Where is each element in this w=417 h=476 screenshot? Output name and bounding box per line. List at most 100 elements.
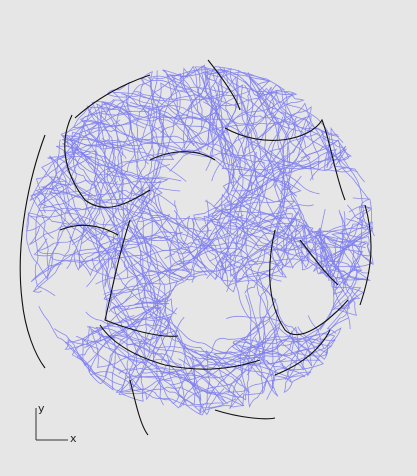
surface-curve [162,69,229,146]
surface-curve [38,221,116,391]
surface-curve [66,101,218,270]
surface-curve [66,135,113,199]
boundary-edge [19,134,46,369]
surface-curve [240,116,313,367]
axis-indicator: y x [30,400,90,450]
surface-curve [85,311,170,406]
surface-curve [98,104,311,172]
boundary-edge [59,224,119,236]
boundary-edge [224,118,346,201]
surface-curve [169,69,270,172]
surface-curve [267,136,338,169]
surface-curve [91,101,145,172]
surface-curve [227,125,313,394]
surface-boundary-edges [19,59,372,436]
surface-curve [191,151,257,268]
surface-curve [75,326,323,409]
surface-curve [227,92,306,168]
surface-curve [213,84,254,216]
surface-curve [86,73,194,170]
surface-curve [103,230,192,295]
surface-curve [67,119,121,249]
surface-curve [81,335,171,382]
surface-curve [58,155,163,241]
boundary-edge [104,219,179,337]
surface-curve [241,317,349,360]
surface-curve [141,257,277,407]
surface-curve [32,149,191,293]
surface-curve [47,135,203,198]
surface-curve [179,68,244,241]
surface-curve [209,204,314,262]
surface-curve [187,66,331,143]
surface-curve [191,219,242,281]
boundary-edge [274,329,331,376]
boundary-edge [299,239,339,286]
surface-curve [229,315,266,409]
surface-curve [104,180,162,288]
surface-curve [126,342,311,361]
surface-curve [103,288,166,324]
surface-curve [60,120,129,279]
surface-curve [132,70,158,197]
surface-curve [29,105,93,202]
surface-curve [33,238,154,263]
surface-curve [203,85,278,158]
surface-curve [134,225,240,413]
boundary-edge [269,229,349,336]
surface-curve [152,215,191,345]
boundary-edge [74,74,151,119]
surface-curve [134,91,352,173]
surface-curve [150,65,199,216]
surface-curve [140,236,323,266]
surface-curve [129,367,225,416]
surface-curve [137,84,297,197]
surface-curve [79,112,188,182]
boundary-edge [64,114,151,208]
surface-curve [318,204,374,268]
surface-curve [27,94,136,240]
surface-curve [217,112,368,281]
surface-curve [330,212,373,290]
surface-curve [135,77,187,182]
boundary-edge [129,379,149,436]
surface-curve [100,205,147,389]
boundary-edge [99,324,261,370]
surface-curve [147,75,209,151]
surface-curves [25,64,375,416]
boundary-edge [149,151,216,161]
surface-curve [206,213,293,294]
surface-curve [121,93,203,151]
x-axis-label: x [70,432,77,445]
surface-curve [30,231,229,283]
surface-curve [319,206,373,331]
surface-curve [335,165,366,183]
surface-curve [49,190,209,243]
y-axis-label: y [38,402,45,415]
surface-curve [332,209,345,295]
surface-curve [103,86,229,208]
surface-curve [30,155,75,270]
surface-curve [201,65,291,219]
surface-curve [195,326,312,394]
surface-curve [37,126,115,207]
surface-curve [35,171,169,250]
surface-curve [160,224,308,312]
surface-curve [300,139,350,181]
surface-curve [193,200,304,287]
surface-curve [160,70,223,151]
surface-curve [169,308,278,400]
surface-curve [109,214,170,305]
surface-curve [61,125,163,150]
surface-curve [191,326,324,389]
surface-curve [32,191,183,242]
surface-curve [197,175,302,293]
surface-curve [226,271,333,377]
surface-curve [228,219,370,274]
surface-curve [111,214,244,310]
surface-curve [115,339,229,405]
surface-curve [77,216,170,334]
surface-curve [77,247,244,280]
